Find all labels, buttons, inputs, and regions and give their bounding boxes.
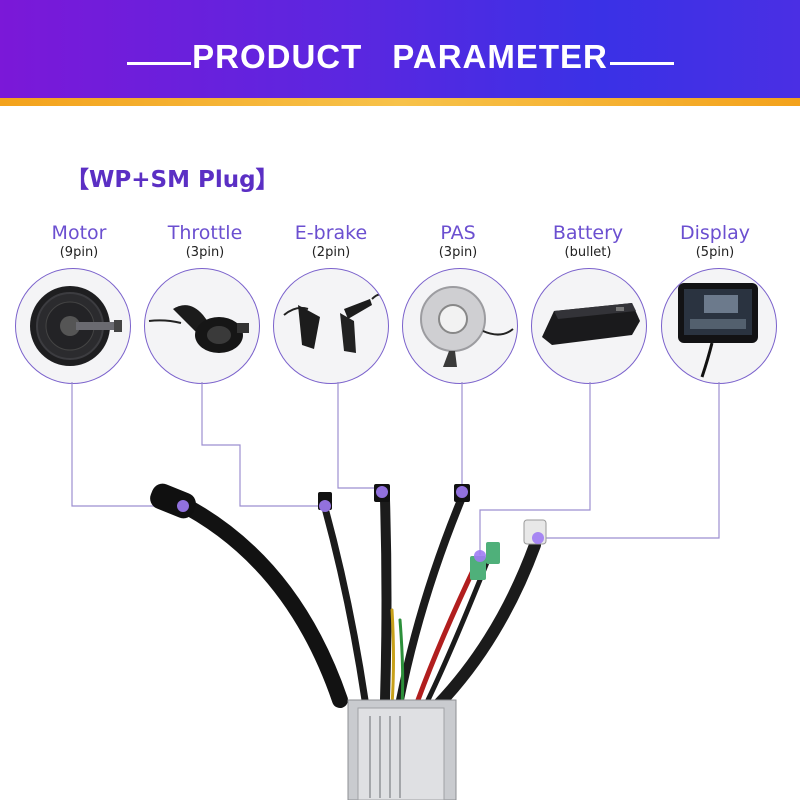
display-image bbox=[661, 268, 777, 384]
device-pins-ebrake: (2pin) bbox=[311, 245, 351, 260]
device-label-ebrake: E-brake bbox=[294, 222, 368, 244]
header-banner bbox=[0, 0, 800, 104]
device-pins-throttle: (3pin) bbox=[185, 245, 225, 260]
page-title-word1: PRODUCT bbox=[192, 38, 363, 75]
pas-sensor-icon bbox=[420, 286, 514, 367]
device-pins-motor: (9pin) bbox=[59, 245, 99, 260]
throttle-image bbox=[144, 268, 260, 384]
title-left-rule bbox=[127, 62, 191, 65]
battery-pack-icon bbox=[542, 303, 640, 345]
device-pins-battery: (bullet) bbox=[564, 245, 612, 260]
battery-image bbox=[531, 268, 647, 384]
device-label-motor: Motor bbox=[51, 222, 107, 244]
controller-box bbox=[347, 699, 457, 800]
title-right-rule bbox=[610, 62, 674, 65]
pas-image bbox=[402, 268, 518, 384]
device-label-throttle: Throttle bbox=[167, 222, 243, 244]
device-label-battery: Battery bbox=[552, 222, 624, 244]
page-title-word2: PARAMETER bbox=[392, 38, 608, 75]
banner-accent-strip bbox=[0, 98, 800, 106]
page-title: PRODUCT PARAMETER bbox=[0, 38, 800, 76]
lcd-display-icon bbox=[678, 283, 758, 378]
device-label-display: Display bbox=[679, 222, 751, 244]
hub-motor-icon bbox=[30, 286, 122, 366]
device-pins-display: (5pin) bbox=[695, 245, 735, 260]
device-label-pas: PAS bbox=[440, 222, 476, 244]
thumb-throttle-icon bbox=[148, 305, 249, 353]
brake-lever-icon bbox=[283, 293, 383, 353]
device-pins-pas: (3pin) bbox=[438, 245, 478, 260]
ebrake-image bbox=[273, 268, 389, 384]
motor-image bbox=[15, 268, 131, 384]
plug-type-label: 【WP+SM Plug】 bbox=[66, 167, 279, 193]
